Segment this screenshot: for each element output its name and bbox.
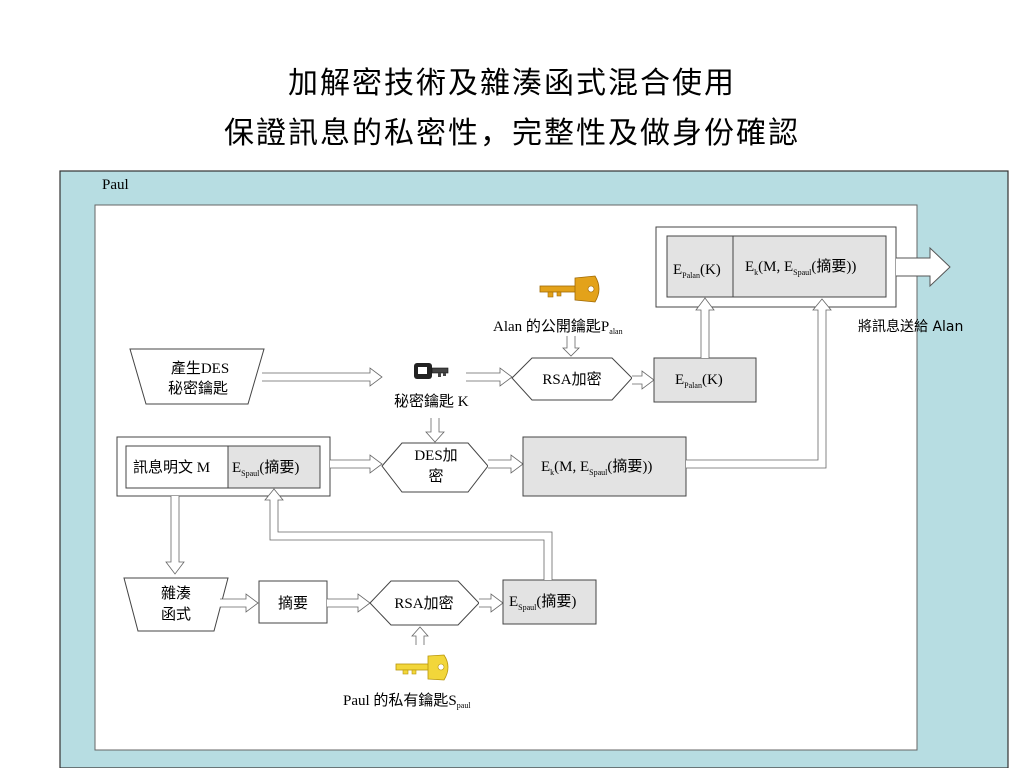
generate-des-key-node <box>129 348 265 405</box>
title-line-1: 加解密技術及雜湊函式混合使用 <box>288 66 736 101</box>
sender-label: Paul <box>102 177 129 193</box>
message-m-box <box>125 445 229 489</box>
digest-label: 摘要 <box>278 594 308 612</box>
package-ek-text: Ek(M, ESpaul(摘要)) <box>745 257 856 277</box>
alan-public-key-label: Alan 的公開鑰匙Palan <box>493 318 623 336</box>
des-encrypt-line1: DES加 <box>414 447 457 464</box>
arrow-rsa-to-epalan <box>632 370 655 390</box>
hash-function-node <box>123 577 229 632</box>
arrow-privkey-to-rsa <box>411 626 429 645</box>
send-arrow <box>896 246 951 288</box>
title-line-2: 保證訊息的私密性，完整性及做身份確認 <box>224 116 800 151</box>
signature-text: ESpaul(摘要) <box>232 458 299 478</box>
package-epalan-k-box <box>666 235 734 298</box>
package-epalan-k-text: EPalan(K) <box>673 262 721 280</box>
epalan-k-text: EPalan(K) <box>675 372 723 390</box>
arrow-epalan-to-package <box>695 297 715 358</box>
hash-function-line1: 雜湊 <box>161 585 191 602</box>
hash-function-line2: 函式 <box>161 606 191 623</box>
message-m-label: 訊息明文 M <box>133 459 210 476</box>
generate-des-key-line2: 秘密鑰匙 <box>168 380 228 397</box>
gold-key-icon <box>539 275 600 303</box>
arrow-signature-to-message <box>264 488 553 580</box>
rsa-encrypt-top-label: RSA加密 <box>542 371 601 388</box>
ek-text: Ek(M, ESpaul(摘要)) <box>541 457 652 477</box>
digest-box <box>258 580 328 624</box>
yellow-key-icon <box>395 654 449 681</box>
generate-des-key-line1: 產生DES <box>171 360 229 377</box>
arrow-ek-to-package <box>686 298 832 469</box>
arrow-pubkey-to-rsa <box>562 336 580 357</box>
arrow-key-to-rsa <box>466 367 513 387</box>
ek-box <box>522 436 687 497</box>
des-encrypt-line2: 密 <box>428 468 443 485</box>
package-ek-box <box>732 235 887 298</box>
arrow-message-to-des <box>330 454 383 474</box>
black-key-icon <box>414 363 449 379</box>
epalan-k-box <box>653 357 757 403</box>
send-to-alan-label: 將訊息送給 Alan <box>858 318 963 335</box>
signature-box <box>227 445 321 489</box>
paul-private-key-label: Paul 的私有鑰匙Spaul <box>343 692 471 710</box>
arrow-hash-to-digest <box>220 593 259 613</box>
signature-result-box <box>502 579 597 625</box>
rsa-encrypt-bottom-label: RSA加密 <box>394 595 453 612</box>
arrow-gen-to-key <box>262 367 383 387</box>
arrow-message-to-hash <box>165 496 185 575</box>
signature-result-text: ESpaul(摘要) <box>509 592 576 612</box>
secret-key-label: 秘密鑰匙 K <box>394 393 469 410</box>
arrow-key-to-des <box>425 418 445 443</box>
